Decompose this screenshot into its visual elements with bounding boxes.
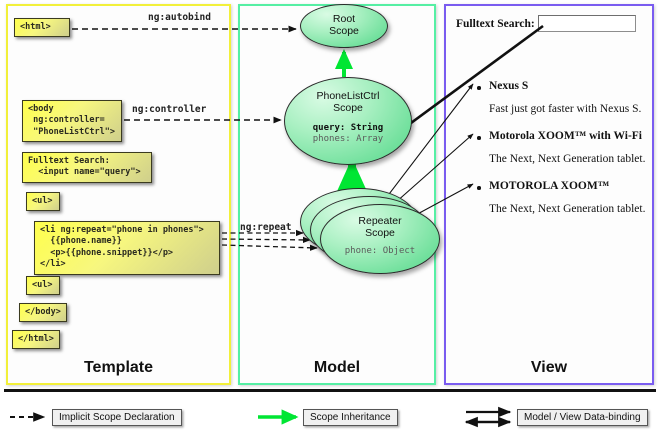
- repeater-scope-title-2: Scope: [365, 227, 395, 240]
- column-label-model: Model: [313, 359, 361, 376]
- wire-label-repeat: ng:repeat: [240, 222, 292, 233]
- phonelistctrl-scope-prop-phones: phones: Array: [312, 133, 384, 144]
- list-item-snippet: Fast just got faster with Nexus S.: [489, 103, 642, 115]
- root-scope-title-2: Scope: [329, 25, 359, 38]
- column-label-template: Template: [83, 359, 154, 376]
- code-box-search-input: Fulltext Search: <input name="query">: [22, 152, 152, 183]
- phonelistctrl-scope-prop-query: query: String: [312, 123, 384, 134]
- wire-label-autobind: ng:autobind: [148, 12, 211, 23]
- repeater-scope[interactable]: Repeater Scope phone: Object: [320, 204, 440, 274]
- list-bullet: [477, 86, 481, 90]
- code-box-ul-open: <ul>: [26, 192, 60, 212]
- phonelistctrl-scope[interactable]: PhoneListCtrl Scope query: String phones…: [284, 77, 412, 165]
- repeater-scope-prop-phone: phone: Object: [344, 246, 416, 257]
- list-item-name: MOTOROLA XOOM™: [489, 180, 610, 192]
- fulltext-search-input[interactable]: [538, 15, 636, 32]
- repeater-scope-title-1: Repeater: [358, 215, 402, 227]
- view-search-label: Fulltext Search:: [456, 18, 535, 30]
- column-view: View: [444, 4, 654, 385]
- root-scope-title-1: Root: [332, 13, 356, 25]
- list-bullet: [477, 186, 481, 190]
- list-bullet: [477, 136, 481, 140]
- list-item-snippet: The Next, Next Generation tablet.: [489, 203, 646, 215]
- list-item-name: Nexus S: [489, 80, 529, 92]
- code-box-ul-close: <ul>: [26, 276, 60, 296]
- root-scope[interactable]: Root Scope: [300, 4, 388, 48]
- code-box-body-open: <body ng:controller= "PhoneListCtrl">: [22, 100, 122, 143]
- code-box-li-repeat: <li ng:repeat="phone in phones"> {{phone…: [34, 221, 220, 275]
- legend-glyph-data-binding: [464, 406, 512, 428]
- legend-item-implicit-scope-declaration: Implicit Scope Declaration: [52, 409, 182, 426]
- legend-divider: [4, 389, 656, 392]
- legend-item-scope-inheritance: Scope Inheritance: [303, 409, 398, 426]
- wire-label-controller: ng:controller: [132, 104, 207, 115]
- code-box-html-close: </html>: [12, 330, 60, 350]
- list-item-name: Motorola XOOM™ with Wi-Fi: [489, 130, 643, 142]
- phonelistctrl-scope-title-2: Scope: [333, 102, 363, 115]
- list-item-snippet: The Next, Next Generation tablet.: [489, 153, 646, 165]
- code-box-html-open: <html>: [14, 18, 70, 38]
- code-box-body-close: </body>: [19, 303, 67, 323]
- phonelistctrl-scope-title-1: PhoneListCtrl: [316, 90, 380, 102]
- legend-item-model-view-data-binding: Model / View Data-binding: [517, 409, 648, 426]
- column-label-view: View: [530, 359, 568, 376]
